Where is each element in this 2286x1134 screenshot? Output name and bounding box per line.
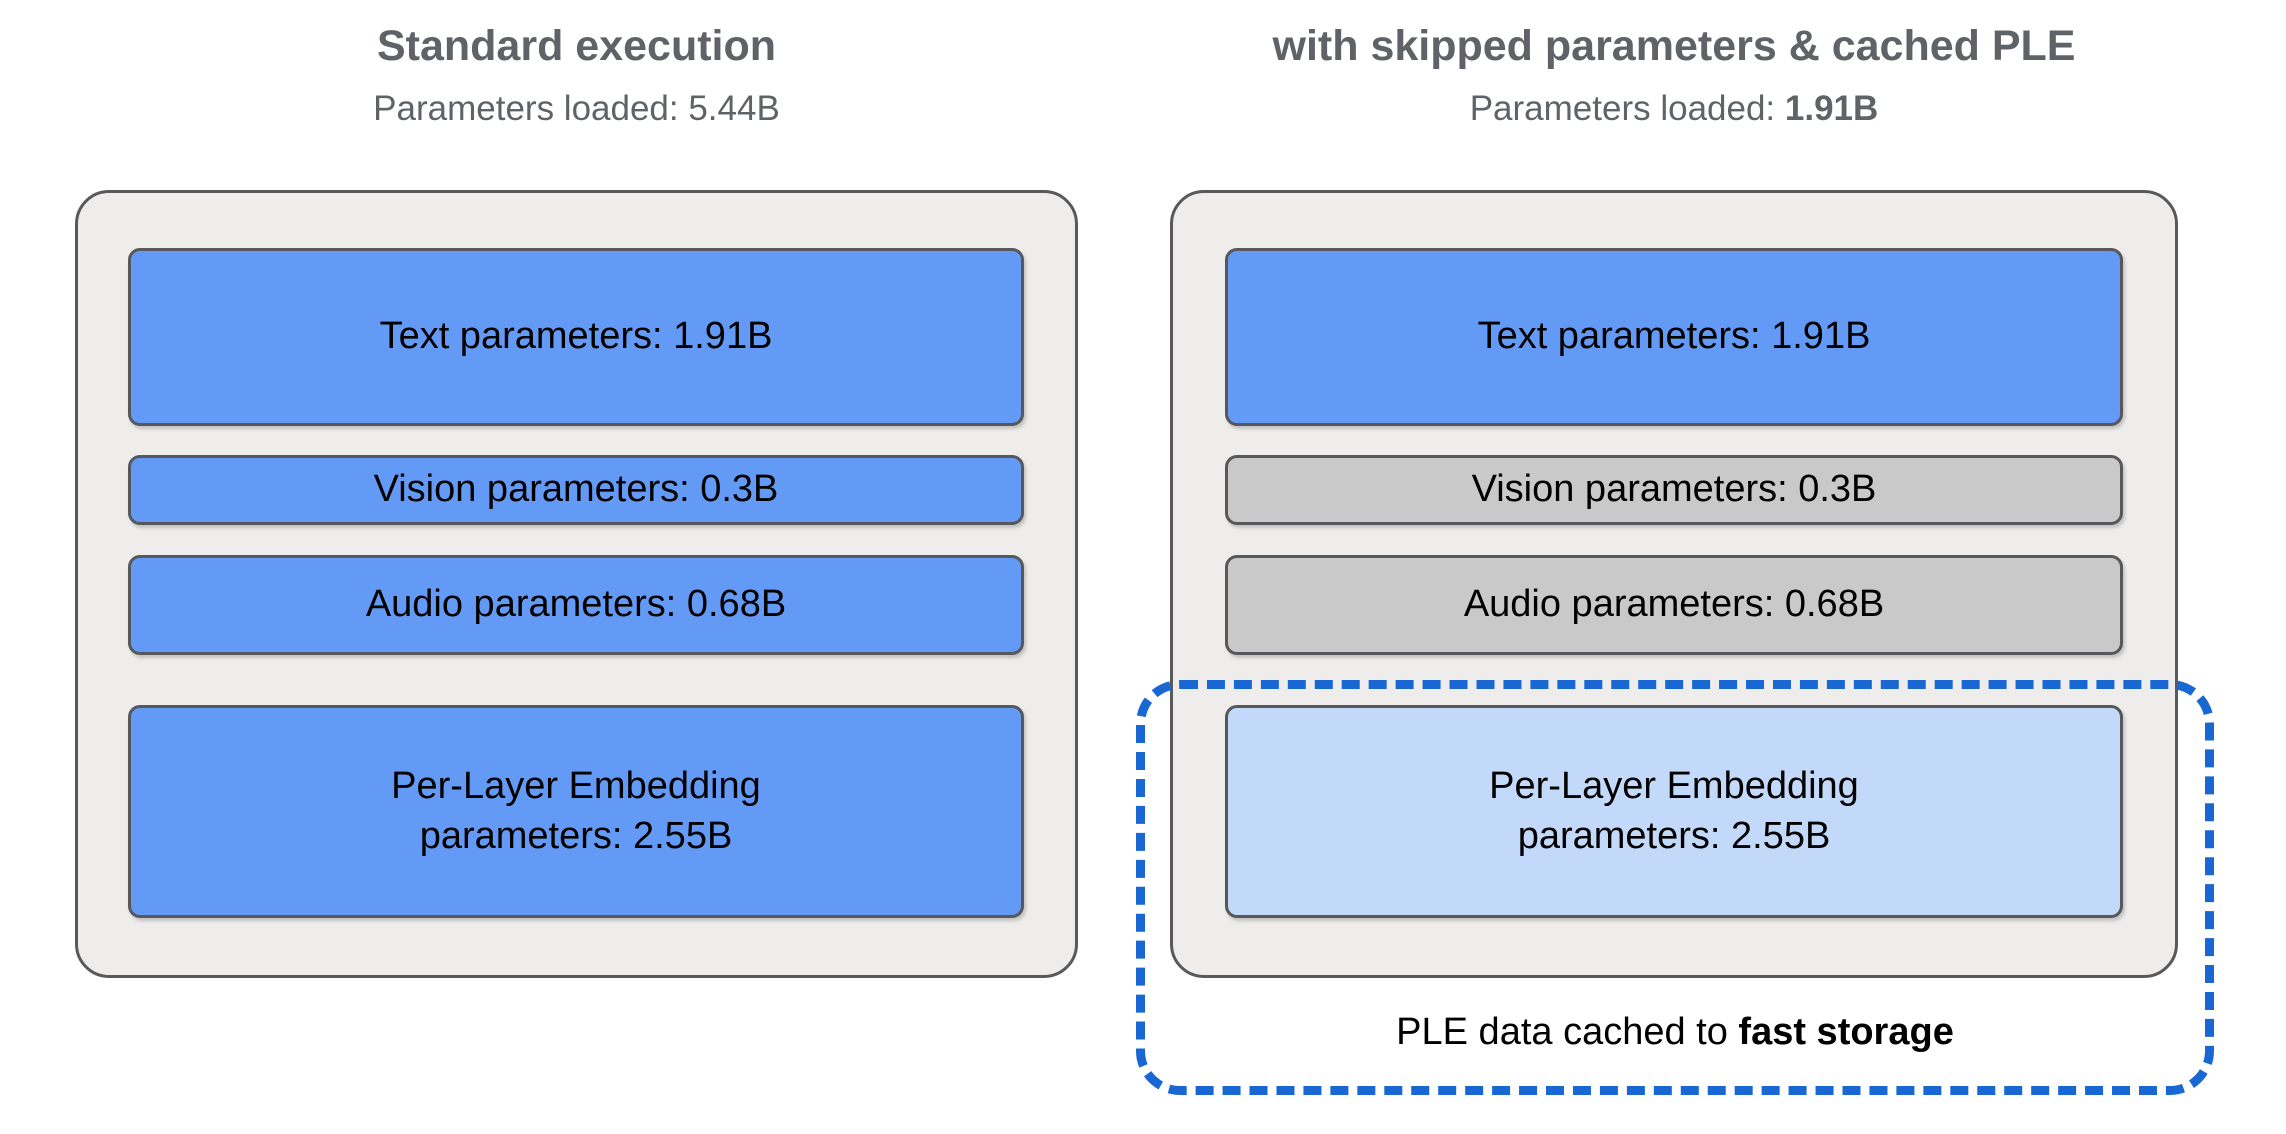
column-header-standard: Standard execution Parameters loaded: 5.… bbox=[75, 22, 1078, 130]
box-label: Per-Layer Embedding parameters: 2.55B bbox=[1489, 762, 1859, 861]
box-text-parameters-standard[interactable]: Text parameters: 1.91B bbox=[128, 248, 1024, 426]
params-loaded-value-standard: 5.44B bbox=[688, 89, 780, 129]
column-subtitle-standard: Parameters loaded: 5.44B bbox=[75, 89, 1078, 129]
box-label: Text parameters: 1.91B bbox=[379, 315, 773, 358]
box-label: Audio parameters: 0.68B bbox=[365, 583, 787, 626]
params-loaded-value-skipped: 1.91B bbox=[1784, 89, 1879, 129]
box-label: Vision parameters: 0.3B bbox=[1471, 468, 1877, 511]
box-text-parameters-skipped[interactable]: Text parameters: 1.91B bbox=[1225, 248, 2123, 426]
box-audio-parameters-standard[interactable]: Audio parameters: 0.68B bbox=[128, 555, 1024, 655]
column-subtitle-skipped: Parameters loaded: 1.91B bbox=[1170, 89, 2178, 129]
column-title-standard: Standard execution bbox=[376, 22, 777, 70]
box-label: Per-Layer Embedding parameters: 2.55B bbox=[391, 762, 761, 861]
params-loaded-label-standard: Parameters loaded: bbox=[373, 89, 689, 129]
column-title-skipped: with skipped parameters & cached PLE bbox=[1272, 22, 2076, 70]
box-vision-parameters-skipped[interactable]: Vision parameters: 0.3B bbox=[1225, 455, 2123, 525]
box-label: Vision parameters: 0.3B bbox=[373, 468, 779, 511]
box-label-line2: parameters: 2.55B bbox=[419, 814, 733, 857]
box-label-line1: Per-Layer Embedding bbox=[1489, 765, 1859, 808]
params-loaded-label-skipped: Parameters loaded: bbox=[1469, 89, 1785, 129]
box-audio-parameters-skipped[interactable]: Audio parameters: 0.68B bbox=[1225, 555, 2123, 655]
box-label-line2: parameters: 2.55B bbox=[1517, 814, 1831, 857]
box-vision-parameters-standard[interactable]: Vision parameters: 0.3B bbox=[128, 455, 1024, 525]
box-label: Audio parameters: 0.68B bbox=[1463, 583, 1885, 626]
column-header-skipped: with skipped parameters & cached PLE Par… bbox=[1170, 22, 2178, 130]
box-ple-parameters-skipped[interactable]: Per-Layer Embedding parameters: 2.55B bbox=[1225, 705, 2123, 918]
box-label: Text parameters: 1.91B bbox=[1477, 315, 1871, 358]
cache-caption-emphasis: fast storage bbox=[1738, 1011, 1954, 1053]
cache-caption-prefix: PLE data cached to bbox=[1396, 1011, 1739, 1053]
cache-caption: PLE data cached to fast storage bbox=[1136, 1010, 2214, 1056]
box-label-line1: Per-Layer Embedding bbox=[391, 765, 761, 808]
box-ple-parameters-standard[interactable]: Per-Layer Embedding parameters: 2.55B bbox=[128, 705, 1024, 918]
